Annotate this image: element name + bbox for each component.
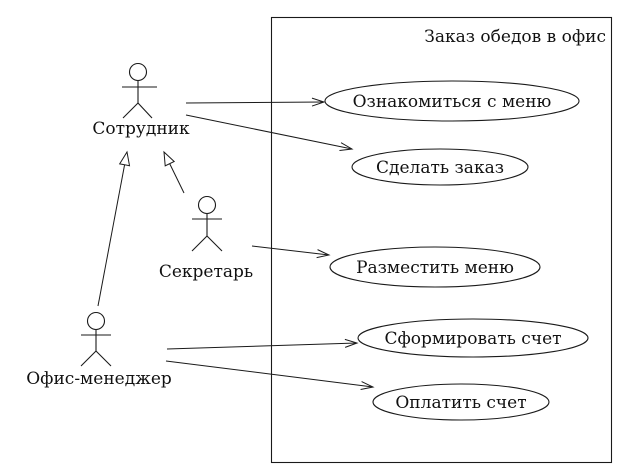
use-case-generate-invoice: Сформировать счет [357, 318, 589, 358]
association-office-manager-to-generate-invoice [166, 338, 359, 350]
actor-left-leg-icon [191, 235, 208, 252]
actor-left-leg-icon [122, 102, 139, 119]
system-boundary-title: Заказ обедов в офис [424, 27, 606, 47]
use-case-label: Ознакомиться с меню [353, 92, 552, 112]
actor-label-employee: Сотрудник [92, 119, 190, 139]
actor-right-leg-icon [137, 102, 153, 119]
association-office-manager-to-pay-invoice [165, 360, 375, 390]
actor-label-office-manager: Офис-менеджер [26, 369, 172, 389]
use-case-ellipse [329, 246, 541, 288]
use-case-review-menu: Ознакомиться с меню [324, 80, 580, 122]
association-employee-to-make-order [185, 114, 354, 152]
association-secretary-to-post-menu [251, 245, 331, 259]
association-employee-to-review-menu [185, 97, 326, 107]
generalization-office-manager-to-employee [97, 150, 131, 307]
use-case-make-order: Сделать заказ [351, 148, 529, 186]
use-case-pay-invoice: Оплатить счет [372, 383, 550, 421]
use-case-label: Оплатить счет [395, 393, 526, 413]
actor-left-leg-icon [80, 350, 97, 367]
actor-head-icon [197, 195, 217, 215]
actor-employee: Сотрудник [92, 62, 190, 139]
use-case-label: Сформировать счет [384, 329, 561, 349]
actor-right-leg-icon [95, 350, 112, 367]
actor-label-secretary: Секретарь [159, 262, 253, 282]
actor-head-icon [128, 62, 148, 82]
use-case-ellipse [351, 148, 529, 186]
use-case-ellipse [372, 383, 550, 421]
actor-office-manager: Офис-менеджер [26, 311, 172, 389]
actor-head-icon [86, 311, 106, 331]
use-case-label: Разместить меню [356, 258, 514, 278]
use-case-post-menu: Разместить меню [329, 246, 541, 288]
use-case-ellipse [357, 318, 589, 358]
system-boundary-box [270, 16, 613, 464]
actor-right-leg-icon [206, 235, 223, 252]
actor-secretary: Секретарь [159, 195, 253, 282]
generalization-secretary-to-employee [163, 150, 185, 194]
use-case-ellipse [324, 80, 580, 122]
use-case-label: Сделать заказ [376, 158, 504, 178]
